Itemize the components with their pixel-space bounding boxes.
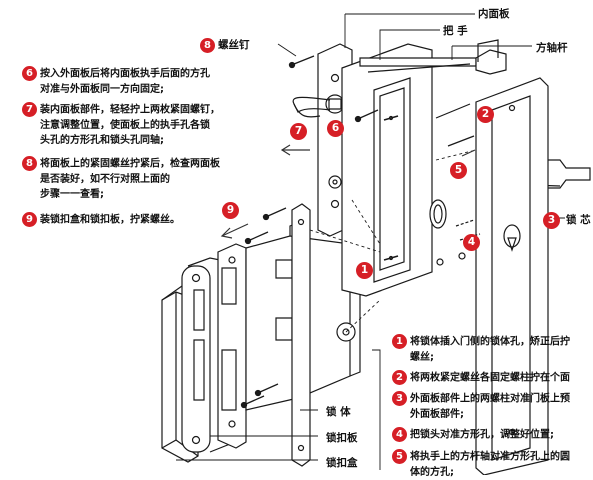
step-text: 螺丝; <box>410 351 434 363</box>
diagram-badge-7: 7 <box>290 123 307 140</box>
step-text: 装锁扣盒和锁扣板，拧紧螺丝。 <box>40 214 180 226</box>
step-badge: 2 <box>392 370 407 385</box>
door-edge-plate-drawing <box>292 204 310 466</box>
step-text: 将两枚紧定螺丝各固定螺柱拧在个面 <box>410 372 570 384</box>
step-text: 步骤一一查看; <box>40 188 104 200</box>
step-text: 装内面板部件，轻轻拧上两枚紧固螺钉， <box>40 104 220 116</box>
step-text: 将执手上的方杆轴对准方形孔上的圆 <box>410 451 570 463</box>
dashed-guides <box>310 150 476 332</box>
step-badge: 9 <box>22 212 37 227</box>
label-inner-panel: 内面板 <box>478 8 510 20</box>
step-badge: 7 <box>22 102 37 117</box>
step-text: 外面板部件上的两螺柱对准门板上预 <box>410 393 570 405</box>
mortise-cover-drawing <box>342 44 432 296</box>
step-text: 是否装好，如不行对照上面的 <box>40 173 170 185</box>
step-badge: 1 <box>392 334 407 349</box>
label-handle: 把 手 <box>443 25 468 37</box>
step-text: 按入外面板后将内面板执手后面的方孔 <box>40 68 210 80</box>
step-badge: 5 <box>392 449 407 464</box>
diagram-badge-4: 4 <box>463 234 480 251</box>
inner-handle-drawing <box>293 97 330 117</box>
step-text: 将面板上的紧固螺丝拧紧后，检查两面板 <box>40 158 220 170</box>
diagram-badge-6: 6 <box>327 120 344 137</box>
label-strike-box: 锁扣盒 <box>326 457 358 469</box>
diagram-badge-2: 2 <box>477 106 494 123</box>
cylinder-slot-drawing <box>430 200 480 265</box>
step-badge: 4 <box>392 427 407 442</box>
step-text: 将锁体插入门侧的锁体孔，矫正后拧 <box>410 336 570 348</box>
step-badge: 8 <box>22 156 37 171</box>
step-text: 对准与外面板同一方向固定; <box>40 83 164 95</box>
label-leaders <box>176 14 565 470</box>
label-screw-text: 螺丝钉 <box>218 39 250 51</box>
step-text: 外面板部件; <box>410 408 464 420</box>
diagram-badge-3: 3 <box>543 212 560 229</box>
step-text: 体的方孔; <box>410 466 454 478</box>
step-text: 把锁头对准方形孔，调整好位置; <box>410 429 554 441</box>
diagram-badge-5: 5 <box>450 162 467 179</box>
square-shaft-drawing <box>360 58 476 118</box>
step-text: 注意调整位置，使面板上的执手孔各锁 <box>40 119 210 131</box>
step-badge: 8 <box>200 37 215 53</box>
label-lock-body: 锁 体 <box>326 406 351 418</box>
strike-plate-drawing <box>182 258 230 452</box>
diagram-badge-9: 9 <box>222 202 239 219</box>
label-lock-cylinder: 锁 芯 <box>566 214 591 226</box>
step-badge: 3 <box>392 391 407 406</box>
screw-drawings <box>242 56 475 408</box>
label-square-shaft: 方轴杆 <box>536 42 568 54</box>
label-strike-plate: 锁扣板 <box>326 432 358 444</box>
step-badge: 6 <box>22 66 37 81</box>
outer-panel-drawing <box>476 78 548 475</box>
diagram-badge-1: 1 <box>356 262 373 279</box>
step-text: 头孔的方形孔和锁头孔同轴; <box>40 134 164 146</box>
lock-faceplate-drawing <box>218 244 246 448</box>
direction-arrows <box>222 145 475 238</box>
